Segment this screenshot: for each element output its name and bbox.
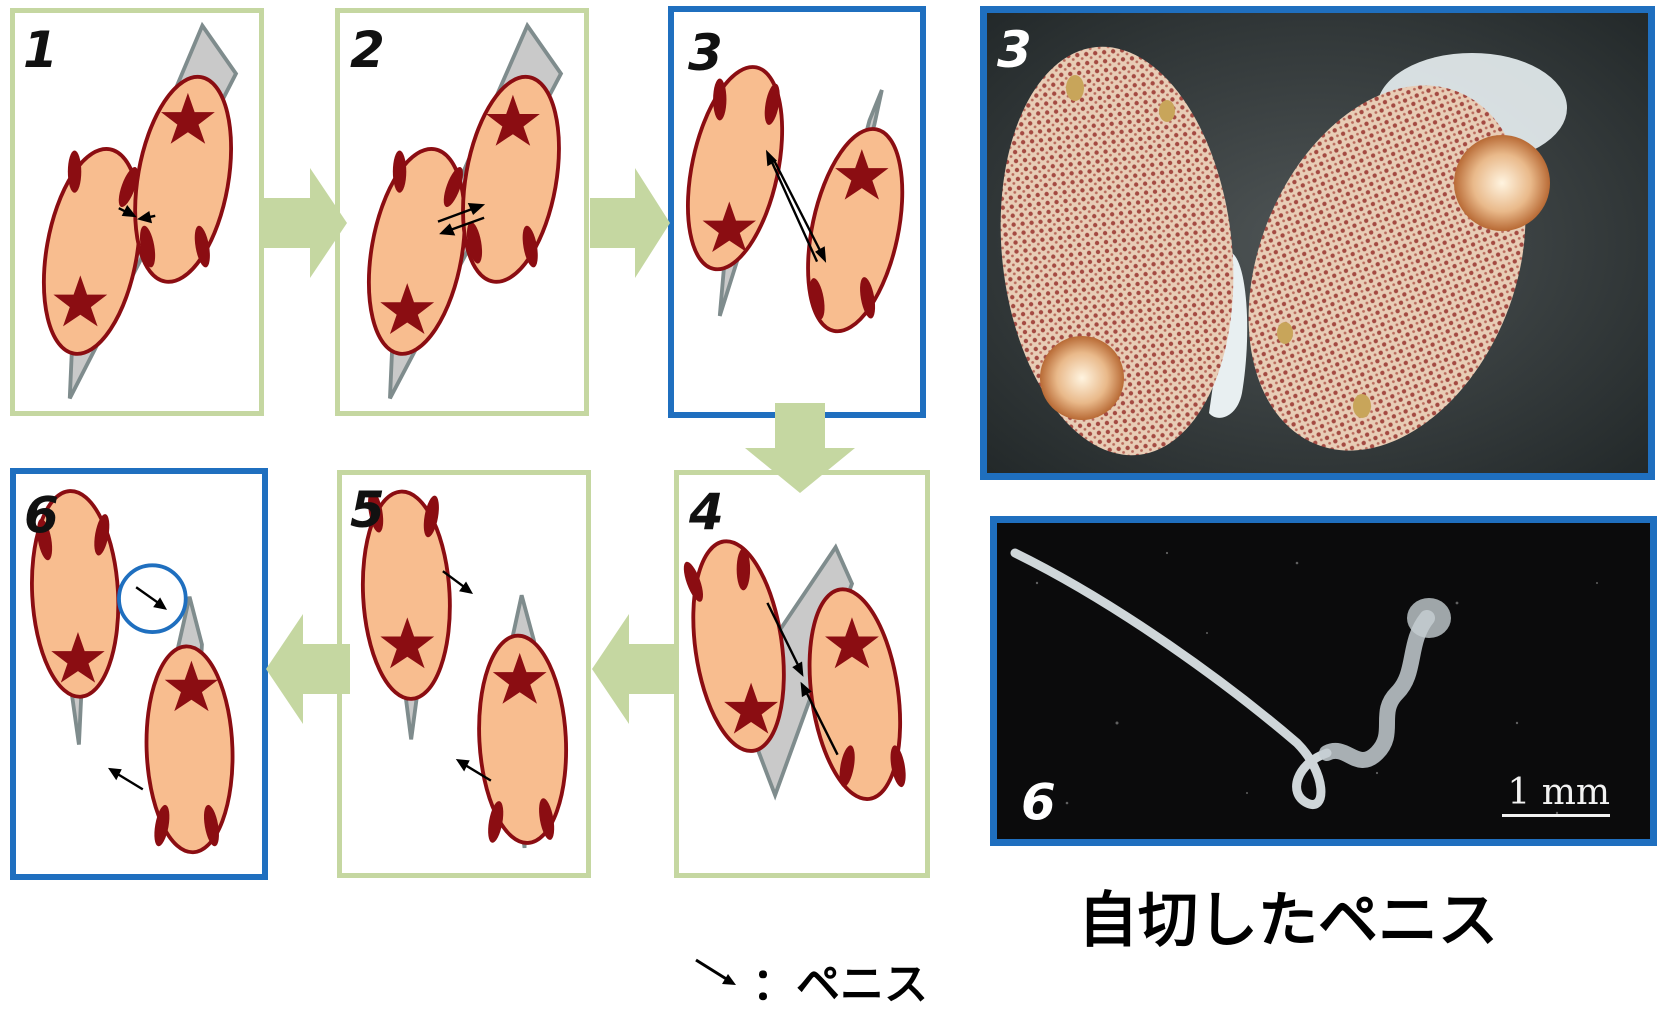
flow-arrow-1-2	[262, 168, 347, 278]
stage-panel-1: 1	[10, 8, 264, 416]
panel-number-1: 1	[23, 25, 58, 75]
scale-bar	[1502, 814, 1610, 817]
stage-panel-5: 5	[337, 470, 591, 878]
panel-number-2: 2	[350, 25, 385, 75]
flow-arrow-4-5	[592, 614, 676, 724]
small-arrow-icon	[692, 956, 740, 990]
panel-number-4: 4	[689, 487, 724, 537]
panel-number-6: 6	[24, 490, 59, 540]
panel-number-3: 3	[688, 28, 723, 78]
flow-arrow-5-6	[266, 614, 350, 724]
scale-label: 1 mm	[1507, 772, 1610, 813]
nudibranch-photo	[987, 13, 1648, 473]
stage-panel-2: 2	[335, 8, 589, 416]
rhinophore	[68, 151, 81, 193]
stage-panel-3: 3	[668, 6, 926, 418]
panel-number-5: 5	[350, 485, 385, 535]
stage-panel-6: 6	[10, 468, 268, 880]
flow-arrow-3-4	[745, 403, 855, 493]
photo-stage-3: 3	[980, 6, 1655, 480]
stage-panel-4: 4	[674, 470, 930, 878]
flow-arrow-2-3	[590, 168, 670, 278]
photo-number-6: 6	[1021, 777, 1056, 827]
legend-text: ：ペニス	[752, 948, 928, 1012]
photo-number-3: 3	[997, 25, 1032, 75]
photo-caption: 自切したペニス	[1078, 872, 1498, 959]
photo-stage-6: 6 1 mm	[990, 516, 1657, 846]
